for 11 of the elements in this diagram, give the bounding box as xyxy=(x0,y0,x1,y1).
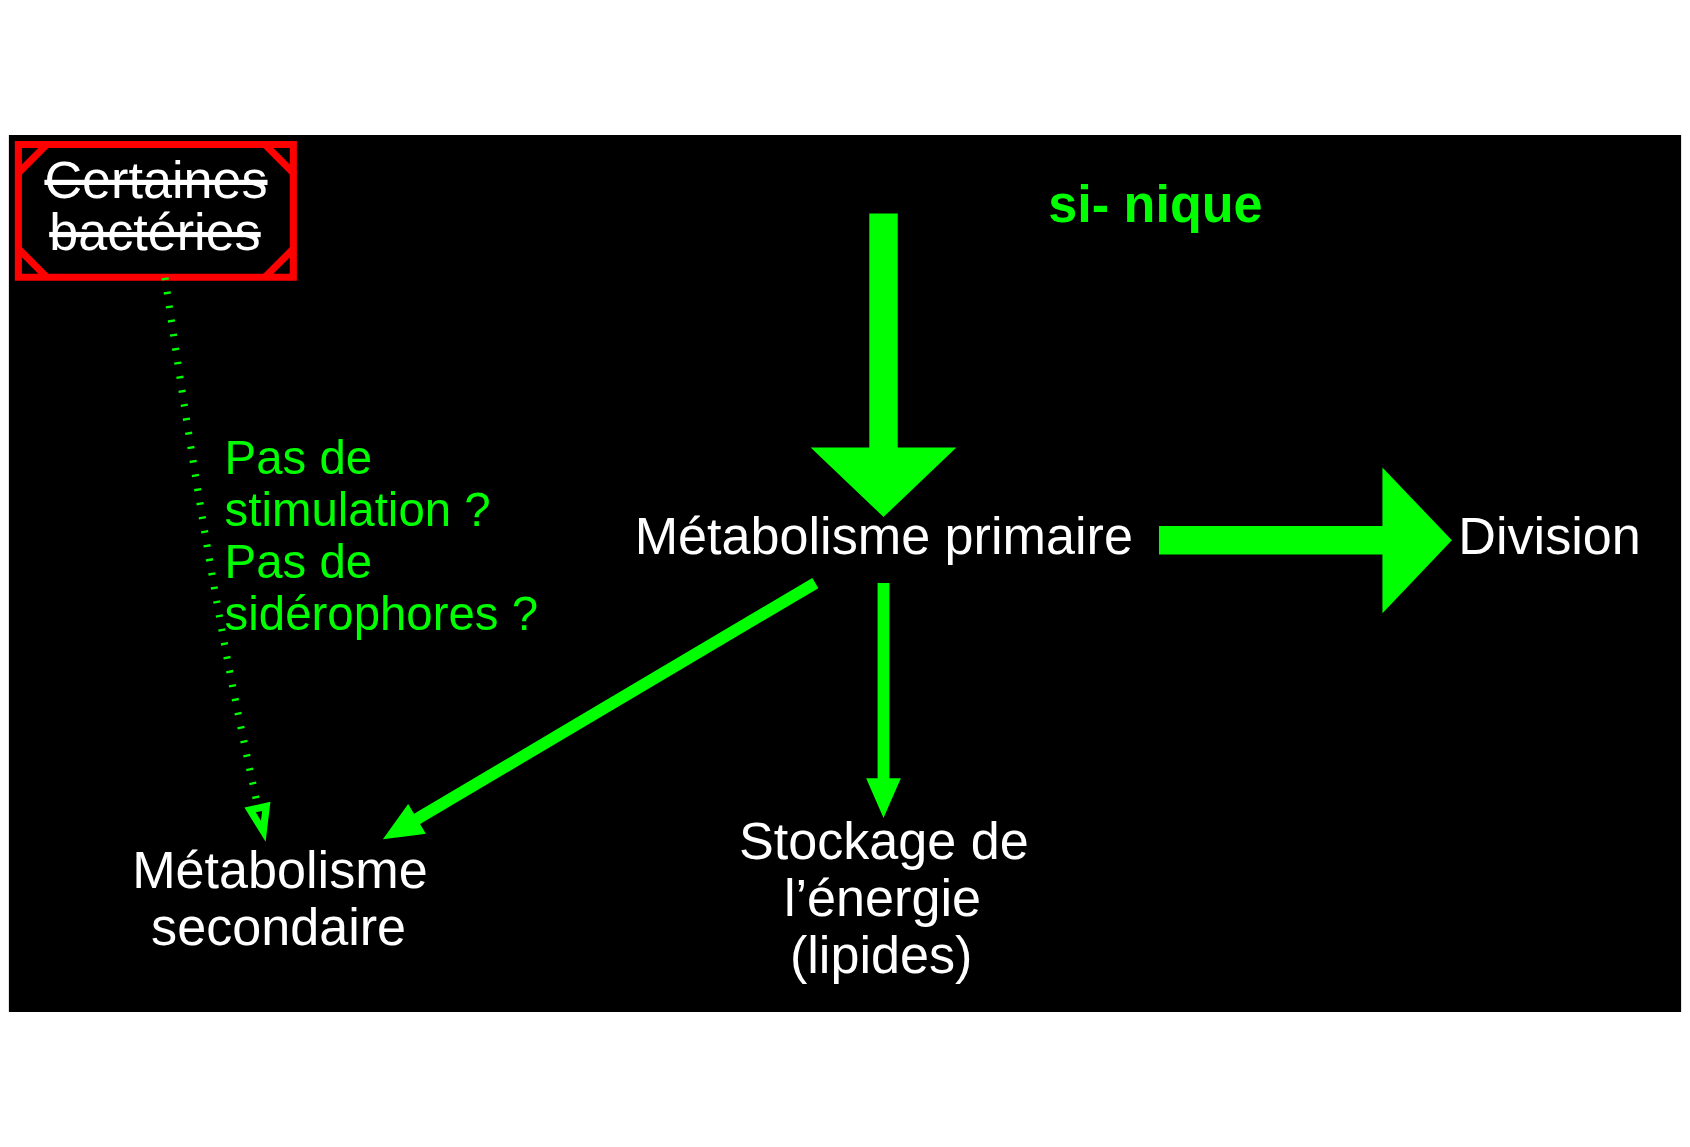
arrow xyxy=(866,583,901,818)
arrow xyxy=(161,277,271,842)
edge-label: Pas de stimulation ? Pas de sidérophores ? xyxy=(224,430,539,641)
label: si- nique xyxy=(1048,174,1263,233)
arrow xyxy=(810,213,957,517)
node-text: Division xyxy=(1458,506,1641,565)
node-text: Métabolisme primaire xyxy=(634,506,1133,565)
arrow xyxy=(1158,467,1452,614)
node-text: Stockage de l’énergie (lipides) xyxy=(738,812,1029,985)
node-text: Métabolisme secondaire xyxy=(132,840,428,956)
arrow xyxy=(382,577,819,840)
